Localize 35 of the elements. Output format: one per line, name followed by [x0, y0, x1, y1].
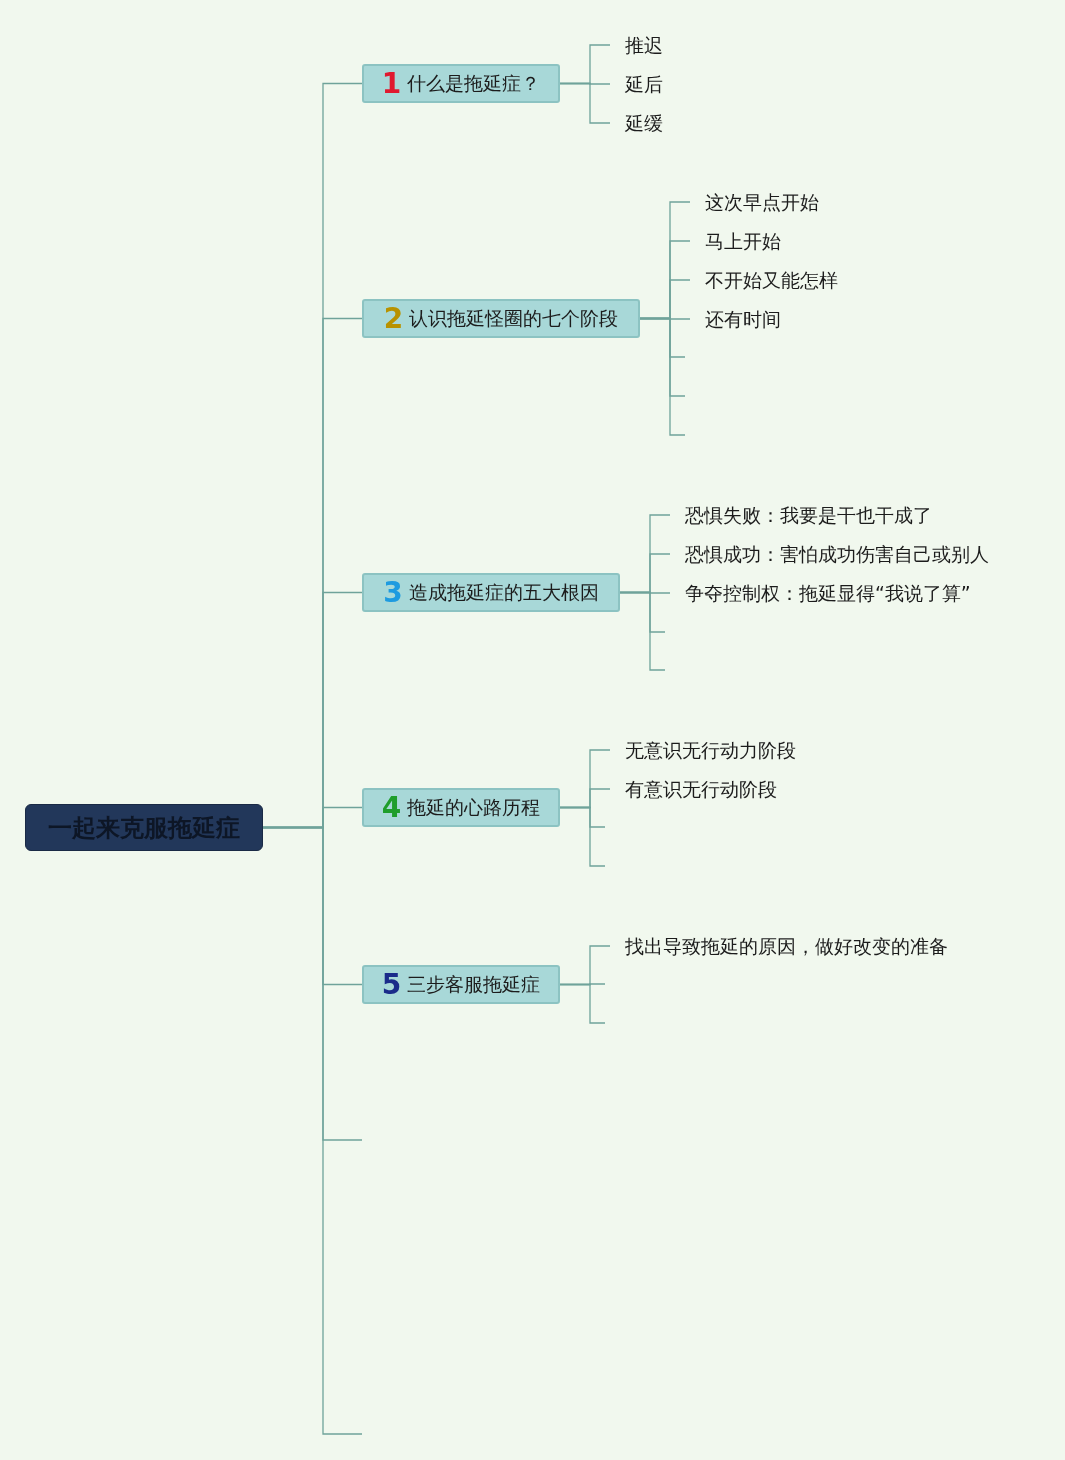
topic-text: 三步客服拖延症: [407, 972, 541, 998]
topic-box: [362, 64, 560, 103]
subtopic-text: 恐惧失败：我要是干也干成了: [685, 505, 932, 525]
subtopic-text: 恐惧成功：害怕成功伤害自己或别人: [685, 544, 989, 564]
root-topic-box: [25, 804, 263, 851]
topic-number: 4: [381, 793, 402, 822]
topic-number: 2: [383, 304, 404, 333]
connector-line: [559, 82, 611, 124]
connector-line: [559, 983, 606, 1024]
topic-number: 5: [381, 970, 402, 999]
subtopic-text: 延后: [625, 74, 663, 94]
subtopic-text: 延缓: [625, 113, 663, 133]
subtopic-text: 有意识无行动阶段: [625, 779, 777, 799]
topic-number: 3: [383, 578, 403, 607]
connector-line: [559, 806, 606, 867]
subtopic-text: 马上开始: [705, 231, 781, 251]
subtopic-text: 找出导致拖延的原因，做好改变的准备: [625, 936, 948, 956]
connector-line: [619, 591, 666, 671]
subtopic-text: 不开始又能怎样: [705, 270, 838, 290]
connector-line: [639, 317, 686, 436]
connector-line: [262, 826, 363, 1435]
topic-box: [362, 299, 640, 338]
subtopic-text: 无意识无行动力阶段: [625, 740, 796, 760]
topic-box: [362, 788, 560, 827]
topic-box: [362, 965, 560, 1004]
topic-number: 1: [381, 69, 402, 98]
topic-text: 造成拖延症的五大根因: [408, 580, 599, 606]
topic-text: 认识拖延怪圈的七个阶段: [409, 306, 619, 332]
subtopic-text: 争夺控制权：拖延显得“我说了算”: [685, 583, 971, 603]
subtopic-text: 推迟: [625, 35, 663, 55]
topic-text: 拖延的心路历程: [407, 795, 541, 821]
topic-box: [362, 573, 620, 612]
subtopic-text: 这次早点开始: [705, 192, 819, 212]
subtopic-text: 还有时间: [705, 309, 781, 329]
topic-text: 什么是拖延症？: [407, 71, 541, 97]
